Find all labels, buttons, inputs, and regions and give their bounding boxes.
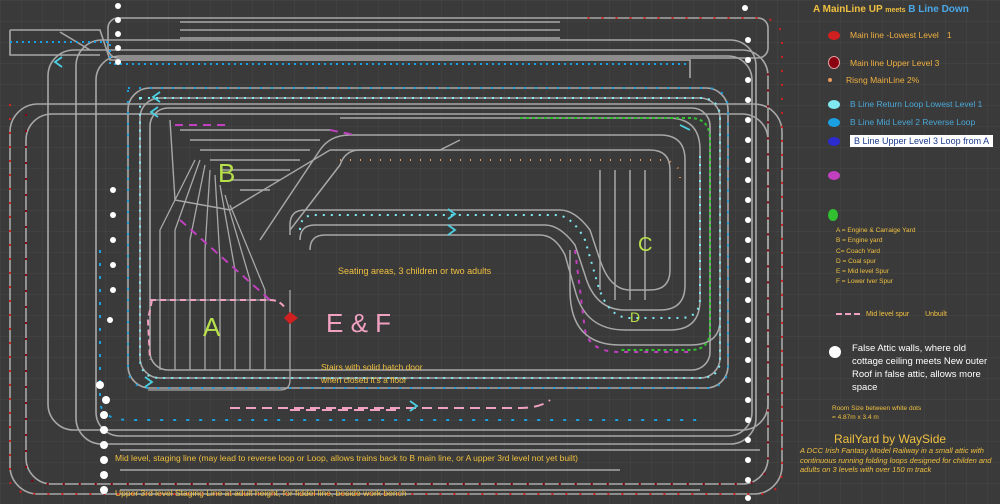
swatch-dark-red-icon xyxy=(828,56,840,69)
legend-item-mainline-upper: Main line Upper Level 3 xyxy=(828,56,939,69)
legend-item-mainline-lowest: Main line -Lowest Level 1 xyxy=(828,30,952,40)
legend-item-bline-return: B Line Return Loop Lowest Level 1 xyxy=(828,99,982,109)
yard-letter-c: C xyxy=(638,234,653,256)
legend-item-green xyxy=(828,209,848,221)
top-left-staging xyxy=(9,21,691,78)
stairs-note-line-2: when closed it's a floor xyxy=(321,375,407,385)
pink-dashed-line-icon xyxy=(836,313,860,316)
legend-item-rising: Risng MainLine 2% xyxy=(828,75,919,85)
yard-key-c: C= Coach Yard xyxy=(836,247,881,255)
legend-label: B Line Return Loop Lowest Level 1 xyxy=(850,99,983,109)
upper-staging-note: Upper 3rd level Staging Line at adult he… xyxy=(115,488,407,498)
mid-level-staging-note: Mid level, staging line (may lead to rev… xyxy=(115,453,579,463)
legend-label: Main line Upper Level 3 xyxy=(850,57,940,68)
red-junction-marker xyxy=(284,312,298,324)
room-size-line-2: = 4.87m x 3.4 m xyxy=(832,414,879,421)
swatch-red-icon xyxy=(828,30,840,40)
swatch-green-icon xyxy=(828,209,838,221)
legend-item-bline-upper: B Line Upper Level 3 Loop from A xyxy=(828,135,994,147)
swatch-magenta-icon xyxy=(828,171,840,180)
white-dot-icon xyxy=(829,346,841,358)
legend-label: Main line -Lowest Level xyxy=(850,30,939,40)
yard-key-a: A = Engine & Carraige Yard xyxy=(836,227,916,234)
yard-letter-ef: E & F xyxy=(326,308,392,338)
inner-c-loop xyxy=(259,117,721,346)
colored-routes xyxy=(9,17,783,495)
swatch-blue-icon xyxy=(828,117,840,127)
yard-letter-b: B xyxy=(218,158,236,188)
room-size-line-1: Room Size between white dots xyxy=(832,405,922,412)
legend-suffix: 1 xyxy=(946,30,952,40)
direction-arrows xyxy=(53,56,691,412)
railyard-title: RailYard by WaySide xyxy=(834,432,947,446)
legend-label: B Line Upper Level 3 Loop from A xyxy=(850,135,994,147)
mid-spur-note: Unbuilt xyxy=(925,311,947,318)
swatch-cyan-icon xyxy=(828,99,840,109)
legend-item-magenta xyxy=(828,171,850,180)
railyard-description: A DCC Irish Fantasy Model Railway in a s… xyxy=(800,446,992,474)
room-boundary-dots xyxy=(96,3,751,501)
title-part-3: B Line Down xyxy=(908,4,969,15)
title-part-1: A MainLine UP xyxy=(813,4,883,15)
yard-key-f: F = Lower lver Spur xyxy=(836,278,893,286)
yard-key: A = Engine & Carraige Yard B = Engine ya… xyxy=(836,226,915,288)
title-part-2: meets xyxy=(885,7,906,14)
stairs-note-line-1: Stairs with solid hatch door xyxy=(321,362,423,372)
yard-key-e: E = Mid level Spur xyxy=(836,268,889,276)
legend-item-bline-mid: B Line Mid Level 2 Reverse Loop xyxy=(828,117,975,127)
yard-letter-d: D xyxy=(630,309,641,325)
page-title: A MainLine UP meets B Line Down xyxy=(813,4,969,15)
legend-label: B Line Mid Level 2 Reverse Loop xyxy=(850,117,976,127)
legend-label: Risng MainLine 2% xyxy=(846,75,920,85)
bottom-staging xyxy=(120,449,760,491)
swatch-indigo-icon xyxy=(828,136,840,146)
swatch-orange-icon xyxy=(828,78,832,82)
yard-key-b: B = Engine yard xyxy=(836,237,883,245)
mid-spur-label: Mid level spur xyxy=(865,311,910,318)
yard-key-d: D = Coal spur xyxy=(836,257,876,265)
yard-letter-a: A xyxy=(203,312,221,342)
seating-note: Seating areas, 3 children or two adults xyxy=(338,266,492,276)
mid-spur-legend: Mid level spur Unbuilt xyxy=(836,311,947,318)
false-attic-note: False Attic walls, where old cottage cei… xyxy=(852,343,988,393)
